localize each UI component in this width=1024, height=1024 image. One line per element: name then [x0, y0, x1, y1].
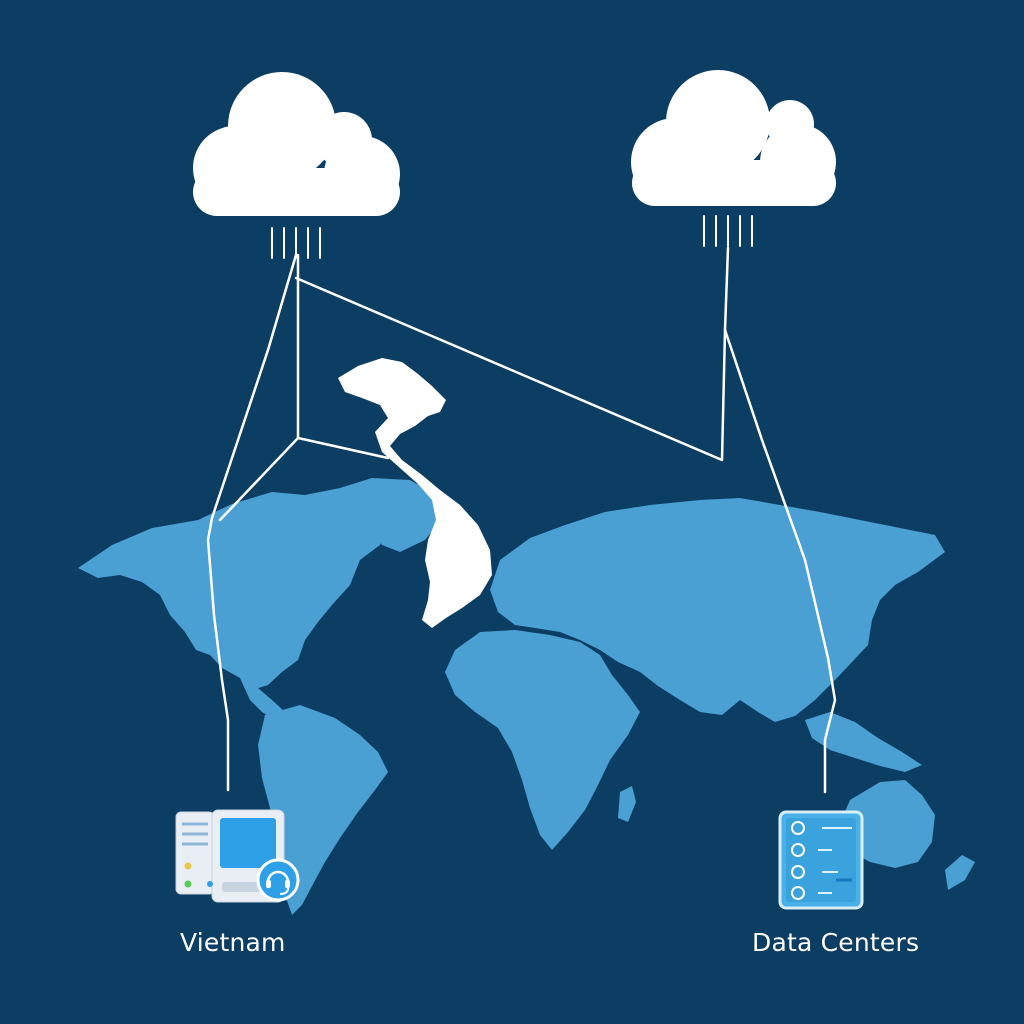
world-map	[78, 478, 975, 915]
server-rack-icon	[778, 810, 864, 910]
continent-eurasia	[490, 498, 945, 722]
connector-right-cloud-to-data-centers	[723, 328, 837, 794]
cloud-icon	[193, 72, 400, 216]
continent-south-america	[258, 705, 388, 915]
continent-madagascar	[618, 786, 636, 822]
continent-greenland	[360, 482, 445, 552]
continent-new-zealand	[945, 855, 975, 890]
vietnam-label: Vietnam	[180, 928, 286, 957]
vietnam-map	[338, 358, 492, 628]
connector-left-cloud-to-right-cloud	[294, 246, 730, 462]
continent-north-america	[78, 478, 430, 690]
data-centers-label: Data Centers	[752, 928, 920, 957]
continent-africa	[445, 630, 640, 850]
cloud-icon	[631, 70, 836, 206]
continent-southeast-asia-islands	[805, 712, 922, 772]
connector-lines	[206, 246, 837, 794]
computer-support-icon	[175, 809, 300, 903]
connector-branch-to-america	[218, 436, 300, 522]
cloud-signal-lines	[271, 215, 753, 259]
support-badge-icon	[256, 858, 300, 902]
connector-left-cloud-to-vietnam-device	[206, 253, 298, 792]
